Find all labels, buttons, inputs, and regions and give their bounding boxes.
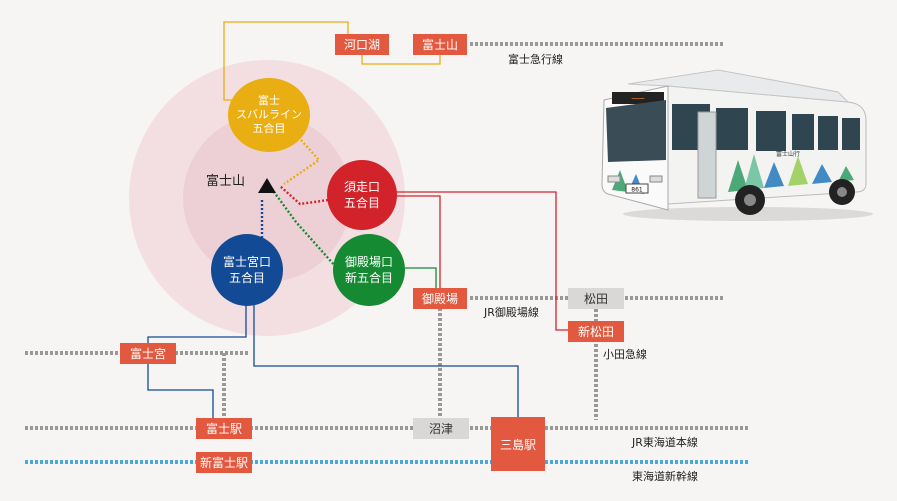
line-label-tokaido: JR東海道本線 bbox=[632, 436, 698, 449]
station-gotemba: 御殿場 bbox=[413, 288, 467, 309]
route-subashiri-shinmatsuda bbox=[392, 191, 568, 331]
bus-plate: 861 bbox=[631, 187, 643, 194]
station-shinmatsuda: 新松田 bbox=[568, 321, 624, 342]
station-numazu: 沼津 bbox=[413, 418, 469, 439]
station-matsuda: 松田 bbox=[568, 288, 624, 309]
route-fujinomiya-mishima bbox=[253, 305, 519, 418]
station-shinfuji: 新富士駅 bbox=[196, 452, 252, 473]
station-fujisan: 富士山 bbox=[413, 34, 467, 55]
bus-destination: 富士山行 bbox=[776, 150, 800, 158]
station-mishima: 三島駅 bbox=[491, 417, 545, 471]
line-label-gotemba: JR御殿場線 bbox=[484, 306, 539, 319]
line-label-fujikyu: 富士急行線 bbox=[508, 53, 563, 66]
summit-label: 富士山 bbox=[206, 174, 246, 189]
line-label-odakyu: 小田急線 bbox=[603, 348, 647, 361]
station-kawaguchiko: 河口湖 bbox=[335, 34, 389, 55]
trailhead-subashiri: 須走口 五合目 bbox=[327, 160, 397, 230]
rail-lines bbox=[25, 42, 750, 464]
trailhead-gotembaguchi: 御殿場口 新五合目 bbox=[333, 234, 405, 306]
station-fuji: 富士駅 bbox=[196, 418, 252, 439]
trailhead-fujinomiyaguchi: 富士宮口 五合目 bbox=[211, 234, 283, 306]
line-label-shinkansen: 東海道新幹線 bbox=[632, 470, 698, 483]
trail-subashiri bbox=[279, 185, 329, 206]
svg-text:───: ─── bbox=[631, 95, 645, 103]
trail-gotemba bbox=[273, 191, 337, 268]
bus-illustration: ─── 861 富士山行 bbox=[601, 69, 873, 221]
route-gotembaguchi-gotemba bbox=[405, 267, 437, 288]
route-subashiri-gotemba bbox=[392, 195, 441, 288]
summit-triangle-icon bbox=[258, 178, 276, 193]
trailhead-subaru: 富士 スバルライン 五合目 bbox=[228, 78, 310, 152]
station-fujinomiya: 富士宮 bbox=[120, 343, 176, 364]
trail-subaru bbox=[283, 139, 321, 185]
route-subaru-fujisan bbox=[361, 54, 441, 65]
